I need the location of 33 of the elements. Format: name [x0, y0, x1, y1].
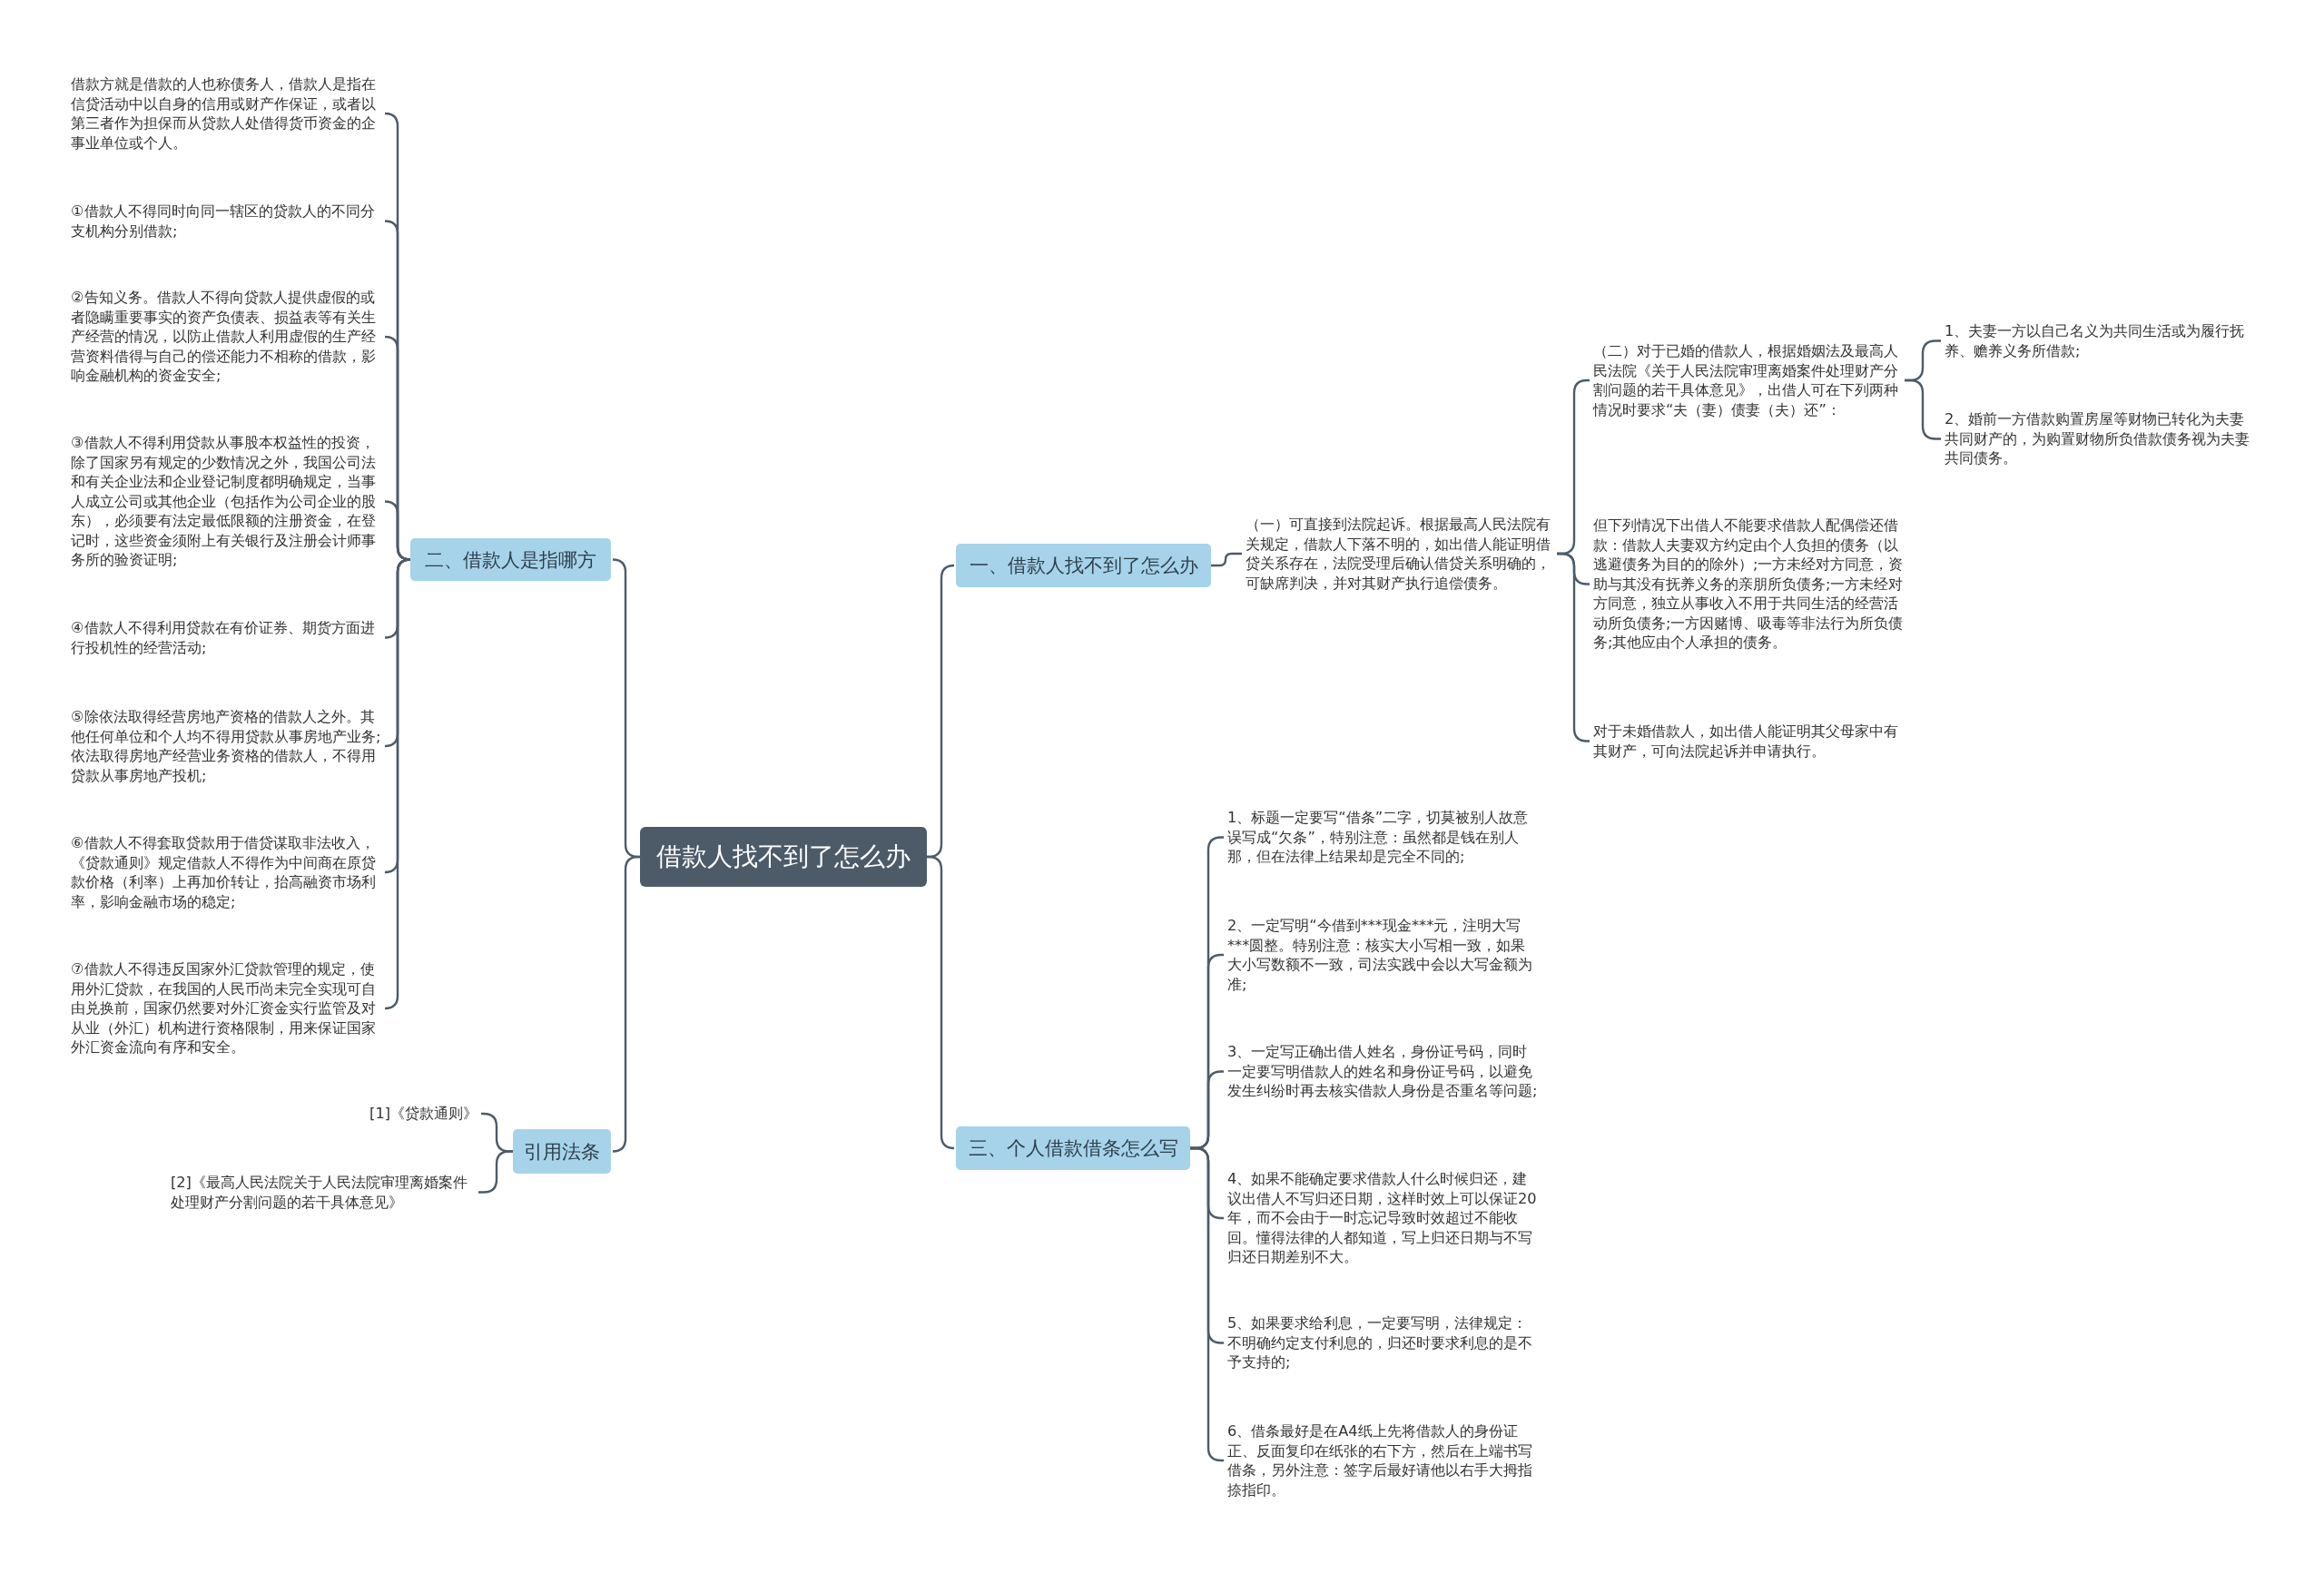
- note-text: ②告知义务。借款人不得向贷款人提供虚假的或者隐瞒重要事实的资产负债表、损益表等有关生产经营的情况，以防止借款人利用虚假的生产经营资料借得与自己的偿还能力不相称的借款，影响金融机构的资金安全;: [71, 288, 382, 386]
- note-text: ⑤除依法取得经营房地产资格的借款人之外。其他任何单位和个人均不得用贷款从事房地产业务;依法取得房地产经营业务资格的借款人，不得用贷款从事房地产投机;: [71, 707, 382, 785]
- note-text: ③借款人不得利用贷款从事股本权益性的投资，除了国家另有规定的少数情况之外，我国公司法和有关企业法和企业登记制度都明确规定，当事人成立公司或其他企业（包括作为公司企业的股东），必须要有法定最低限额的注册资金，在登记时，这些资金须附上有关银行及注册会计师事务所的验资证明;: [71, 433, 382, 570]
- note-text: 4、如果不能确定要求借款人什么时候归还，建议出借人不写归还日期，这样时效上可以保证20年，而不会由于一时忘记导致时效超过不能收回。懂得法律的人都知道，写上归还日期与不写归还日期差别不大。: [1227, 1169, 1539, 1267]
- note-text: 3、一定写正确出借人姓名，身份证号码，同时一定要写明借款人的姓名和身份证号码，以避免发生纠纷时再去核实借款人身份是否重名等问题;: [1227, 1042, 1539, 1101]
- note-text: （二）对于已婚的借款人，根据婚姻法及最高人民法院《关于人民法院审理离婚案件处理财产分割问题的若干具体意见》，出借人可在下列两种情况时要求“夫（妻）债妻（夫）还”：: [1593, 341, 1905, 419]
- note-text: 6、借条最好是在A4纸上先将借款人的身份证正、反面复印在纸张的右下方，然后在上端书写借条，另外注意：签字后最好请他以右手大拇指捺指印。: [1227, 1421, 1539, 1499]
- connector-line: [926, 855, 956, 1150]
- note-text: 2、婚前一方借款购置房屋等财物已转化为夫妻共同财产的，为购置财物所负借款债务视为夫妻共同债务。: [1945, 409, 2258, 468]
- note-text: ⑦借款人不得违反国家外汇贷款管理的规定，使用外汇贷款，在我国的人民币尚未完全实现可自由兑换前，国家仍然要对外汇资金实行监管及对从业（外汇）机构进行资格限制，用来保证国家外汇资金流向有序和安全。: [71, 959, 382, 1057]
- connector-line: [1905, 379, 1941, 440]
- connector-line: [1557, 552, 1590, 742]
- note-text: ①借款人不得同时向同一辖区的贷款人的不同分支机构分别借款;: [71, 202, 382, 241]
- note-text: 1、夫妻一方以自己名义为共同生活或为履行抚养、赡养义务所借款;: [1945, 321, 2258, 360]
- note-text: [2]《最高人民法院关于人民法院审理离婚案件处理财产分割问题的若干具体意见》: [171, 1173, 475, 1212]
- connector-line: [478, 1150, 513, 1194]
- branch-topic-box: 一、借款人找不到了怎么办: [956, 544, 1211, 587]
- note-text: ⑥借款人不得套取贷款用于借贷谋取非法收入，《贷款通则》规定借款人不得作为中间商在原贷款价格（利率）上再加价转让，抬高融资市场利率，影响金融市场的稳定;: [71, 833, 382, 911]
- note-text: 2、一定写明“今借到***现金***元，注明大写***圆整。特别注意：核实大小写相一致，如果大小写数额不一致，司法实践中会以大写金额为准;: [1227, 916, 1539, 994]
- connector-line: [611, 855, 641, 1153]
- note-text: 1、标题一定要写“借条”二字，切莫被别人故意误写成“欠条”，特别注意：虽然都是钱在别人那，但在法律上结果却是完全不同的;: [1227, 808, 1539, 867]
- note-text: ④借款人不得利用贷款在有价证券、期货方面进行投机性的经营活动;: [71, 618, 382, 657]
- note-text: [1]《贷款通则》: [300, 1104, 478, 1124]
- connector-line: [1211, 552, 1242, 567]
- note-text: （一）可直接到法院起诉。根据最高人民法院有关规定，借款人下落不明的，如出借人能证明借贷关系存在，法院受理后确认借贷关系明确的，可缺席判决，并对其财产执行追偿债务。: [1246, 515, 1557, 593]
- branch-topic-box: 二、借款人是指哪方: [410, 538, 611, 581]
- branch-topic-box: 三、个人借款借条怎么写: [956, 1126, 1190, 1170]
- note-text: 对于未婚借款人，如出借人能证明其父母家中有其财产，可向法院起诉并申请执行。: [1593, 722, 1905, 761]
- note-text: 但下列情况下出借人不能要求借款人配偶偿还借款：借款人夫妻双方约定由个人负担的债务（以逃避债务为目的的除外）;一方未经对方同意，资助与其没有抚养义务的亲朋所负债务;一方未经对方同意，独立从事收入不用于共同生活的经营活动所负债务;一方因赌博、吸毒等非法行为所负债务;其他应由个人承担的债务。: [1593, 516, 1905, 653]
- note-text: 5、如果要求给利息，一定要写明，法律规定：不明确约定支付利息的，归还时要求利息的是不予支持的;: [1227, 1313, 1539, 1372]
- note-text: 借款方就是借款的人也称债务人，借款人是指在信贷活动中以自身的信用或财产作保证，或者以第三者作为担保而从贷款人处借得货币资金的企事业单位或个人。: [71, 74, 382, 152]
- branch-topic-box: 引用法条: [513, 1129, 611, 1174]
- central-topic-box: 借款人找不到了怎么办: [640, 827, 927, 887]
